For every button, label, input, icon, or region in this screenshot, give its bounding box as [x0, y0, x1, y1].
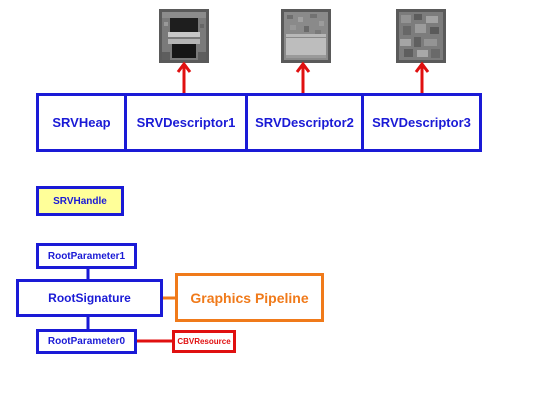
srv-handle-label: SRVHandle: [53, 195, 107, 207]
srv-descriptor3-label: SRVDescriptor3: [372, 115, 471, 130]
srv-descriptor1-cell: SRVDescriptor1: [124, 93, 248, 152]
cbv-resource-label: CBVResource: [177, 337, 231, 346]
root-parameter0-box: RootParameter0: [36, 329, 137, 354]
root-parameter1-label: RootParameter1: [47, 250, 126, 262]
root-parameter0-label: RootParameter0: [47, 336, 126, 347]
arrowhead-3: [414, 61, 430, 73]
root-signature-label: RootSignature: [48, 291, 131, 305]
arrowhead-2: [295, 61, 311, 73]
srv-heap-label: SRVHeap: [52, 115, 111, 130]
srv-descriptor3-cell: SRVDescriptor3: [361, 93, 482, 152]
arrowhead-1: [176, 61, 192, 73]
graphics-pipeline-label: Graphics Pipeline: [190, 289, 309, 306]
stone-slab-texture: [281, 9, 331, 63]
cbv-resource-box: CBVResource: [172, 330, 236, 353]
root-parameter1-box: RootParameter1: [36, 243, 137, 269]
srv-descriptor1-label: SRVDescriptor1: [136, 115, 236, 130]
srv-handle-box: SRVHandle: [36, 186, 124, 216]
graphics-pipeline-box: Graphics Pipeline: [175, 273, 324, 322]
srv-descriptor2-cell: SRVDescriptor2: [245, 93, 364, 152]
cobblestone-texture: [396, 9, 446, 63]
root-signature-box: RootSignature: [16, 279, 163, 317]
srv-descriptor2-label: SRVDescriptor2: [255, 115, 354, 130]
furnace-texture: [159, 9, 209, 63]
srv-heap-cell: SRVHeap: [36, 93, 127, 152]
